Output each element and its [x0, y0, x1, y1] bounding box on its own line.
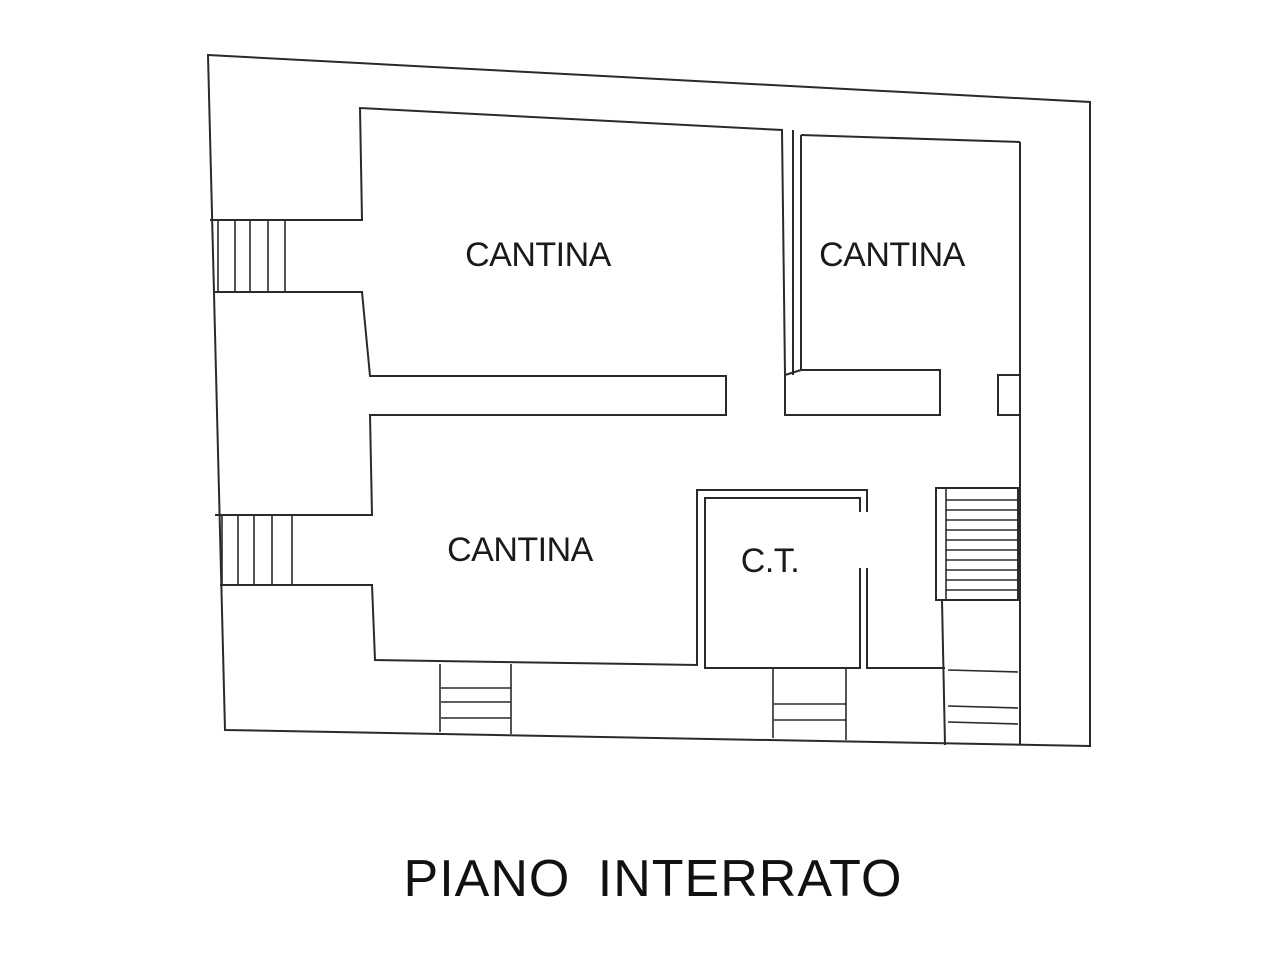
- door-jamb-right: [997, 374, 1020, 416]
- bottom-stair-3: [947, 669, 1019, 725]
- outer-wall: [206, 53, 1091, 748]
- cantina-bottom-walls: [220, 489, 945, 669]
- room-label-cantina-top-right: CANTINA: [819, 236, 966, 274]
- room-label-centrale-termica: C.T.: [741, 542, 799, 580]
- partition-top-cellars: [792, 130, 802, 375]
- room-label-cantina-bottom: CANTINA: [447, 531, 594, 569]
- stair-left-top: [217, 220, 286, 292]
- bottom-stair-1: [439, 664, 512, 734]
- stair-left-bottom: [221, 515, 293, 585]
- staircase-right: [935, 487, 1019, 746]
- floor-plan-title: PIANO INTERRATO: [404, 850, 903, 908]
- room-label-cantina-top-left: CANTINA: [465, 236, 612, 274]
- bottom-stair-2: [772, 668, 847, 740]
- cantina-top-left-lower-wall: [215, 291, 727, 516]
- cantina-top-right-walls: [784, 134, 1021, 416]
